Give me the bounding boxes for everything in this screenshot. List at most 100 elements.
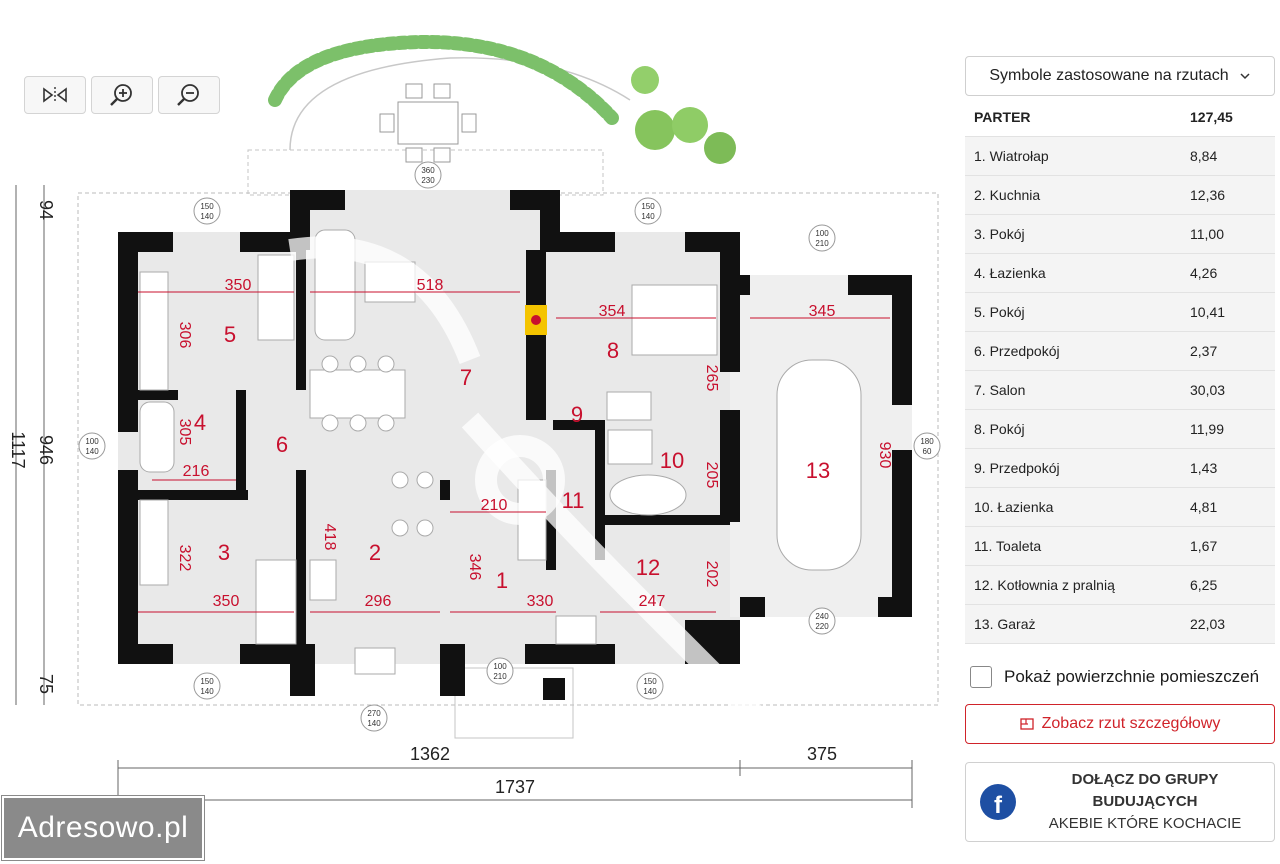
room-area: 8,84 (1181, 136, 1275, 176)
svg-text:150: 150 (200, 202, 214, 211)
dimension-value: 418 (321, 524, 338, 551)
facebook-group-card[interactable]: f DOŁĄCZ DO GRUPY BUDUJĄCYCH AKEBIE KTÓR… (965, 762, 1275, 842)
mirror-button[interactable] (24, 76, 86, 114)
room-name: 1. Wiatrołap (965, 136, 1181, 176)
dimension-value: 350 (225, 277, 252, 294)
dimension-value: 305 (176, 419, 193, 446)
room-name: 5. Pokój (965, 292, 1181, 332)
dimension-value: 946 (36, 435, 56, 465)
fb-title-line2: BUDUJĄCYCH (1092, 793, 1198, 810)
svg-text:140: 140 (200, 687, 214, 696)
room-area: 6,25 (1181, 565, 1275, 605)
chair (379, 113, 395, 133)
watermark-logo: Adresowo.pl (2, 796, 204, 860)
svg-text:150: 150 (200, 677, 214, 686)
outer-dimensions: 1737 1362 375 1117 946 94 75 (8, 200, 837, 797)
sidebar: Symbole zastosowane na rzutach PARTER 12… (965, 56, 1275, 842)
outdoor-table (397, 101, 459, 145)
svg-text:220: 220 (815, 622, 829, 631)
room-area: 11,00 (1181, 214, 1275, 254)
dimension-value: 375 (807, 744, 837, 764)
room-area: 11,99 (1181, 409, 1275, 449)
show-areas-toggle[interactable]: Pokaż powierzchnie pomieszczeń (965, 666, 1275, 688)
room-label: 11 (562, 488, 585, 513)
symbols-dropdown[interactable]: Symbole zastosowane na rzutach (965, 56, 1275, 96)
dimension-value: 210 (481, 497, 508, 514)
room-area: 2,37 (1181, 331, 1275, 371)
dimension-value: 216 (183, 463, 210, 480)
room-name: 3. Pokój (965, 214, 1181, 254)
zoom-in-button[interactable] (91, 76, 153, 114)
zoom-out-button[interactable] (158, 76, 220, 114)
plan-viewer[interactable]: 5 4 6 3 2 7 1 11 9 8 10 12 13 350 518 35… (0, 0, 950, 864)
dimension-value: 1737 (495, 777, 535, 797)
room-area: 4,26 (1181, 253, 1275, 293)
dimension-value: 306 (176, 322, 193, 349)
floor-plan: 5 4 6 3 2 7 1 11 9 8 10 12 13 350 518 35… (8, 34, 941, 808)
dimension-value: 205 (703, 462, 720, 489)
dimension-value: 1362 (410, 744, 450, 764)
svg-text:140: 140 (641, 212, 655, 221)
dimension-value: 346 (466, 554, 483, 581)
room-label: 2 (369, 540, 381, 565)
dimension-value: 1117 (8, 431, 28, 468)
svg-text:210: 210 (815, 239, 829, 248)
floor-name: PARTER (965, 98, 1181, 137)
chair (433, 83, 451, 99)
svg-text:180: 180 (920, 437, 934, 446)
fb-title-line1: DOŁĄCZ DO GRUPY (1071, 771, 1219, 788)
room-area: 1,67 (1181, 526, 1275, 566)
detail-plan-button[interactable]: Zobacz rzut szczegółowy (965, 704, 1275, 744)
svg-text:100: 100 (493, 662, 507, 671)
zoom-out-icon (177, 84, 199, 106)
room-label: 5 (224, 322, 236, 347)
room-label: 1 (496, 568, 508, 593)
chair (461, 113, 477, 133)
dining-chairs (321, 355, 434, 537)
svg-text:210: 210 (493, 672, 507, 681)
svg-text:140: 140 (85, 447, 99, 456)
room-name: 6. Przedpokój (965, 331, 1181, 371)
chair (405, 147, 423, 163)
room-name: 12. Kotłownia z pralnią (965, 565, 1181, 605)
table-header-row: PARTER 127,45 (965, 98, 1275, 137)
room-area: 4,81 (1181, 487, 1275, 527)
climbing-plants (268, 34, 619, 125)
facebook-icon: f (980, 784, 1016, 820)
pergola-arc (289, 57, 631, 151)
room-label: 4 (194, 410, 206, 435)
fb-subtitle: AKEBIE KTÓRE KOCHACIE (1048, 815, 1242, 832)
walls (118, 190, 912, 700)
svg-text:150: 150 (641, 202, 655, 211)
room-label: 13 (806, 458, 830, 483)
detail-plan-label: Zobacz rzut szczegółowy (1041, 715, 1221, 732)
dimension-value: 350 (213, 593, 240, 610)
room-label: 6 (276, 432, 288, 457)
show-areas-checkbox[interactable] (970, 666, 992, 688)
dimension-value: 322 (176, 545, 193, 572)
dimension-value: 202 (703, 561, 720, 588)
svg-text:140: 140 (200, 212, 214, 221)
svg-text:60: 60 (923, 447, 932, 456)
room-label: 7 (460, 365, 472, 390)
room-name: 11. Toaleta (965, 526, 1181, 566)
dimension-lines (15, 185, 913, 808)
dimension-value: 354 (599, 303, 626, 320)
